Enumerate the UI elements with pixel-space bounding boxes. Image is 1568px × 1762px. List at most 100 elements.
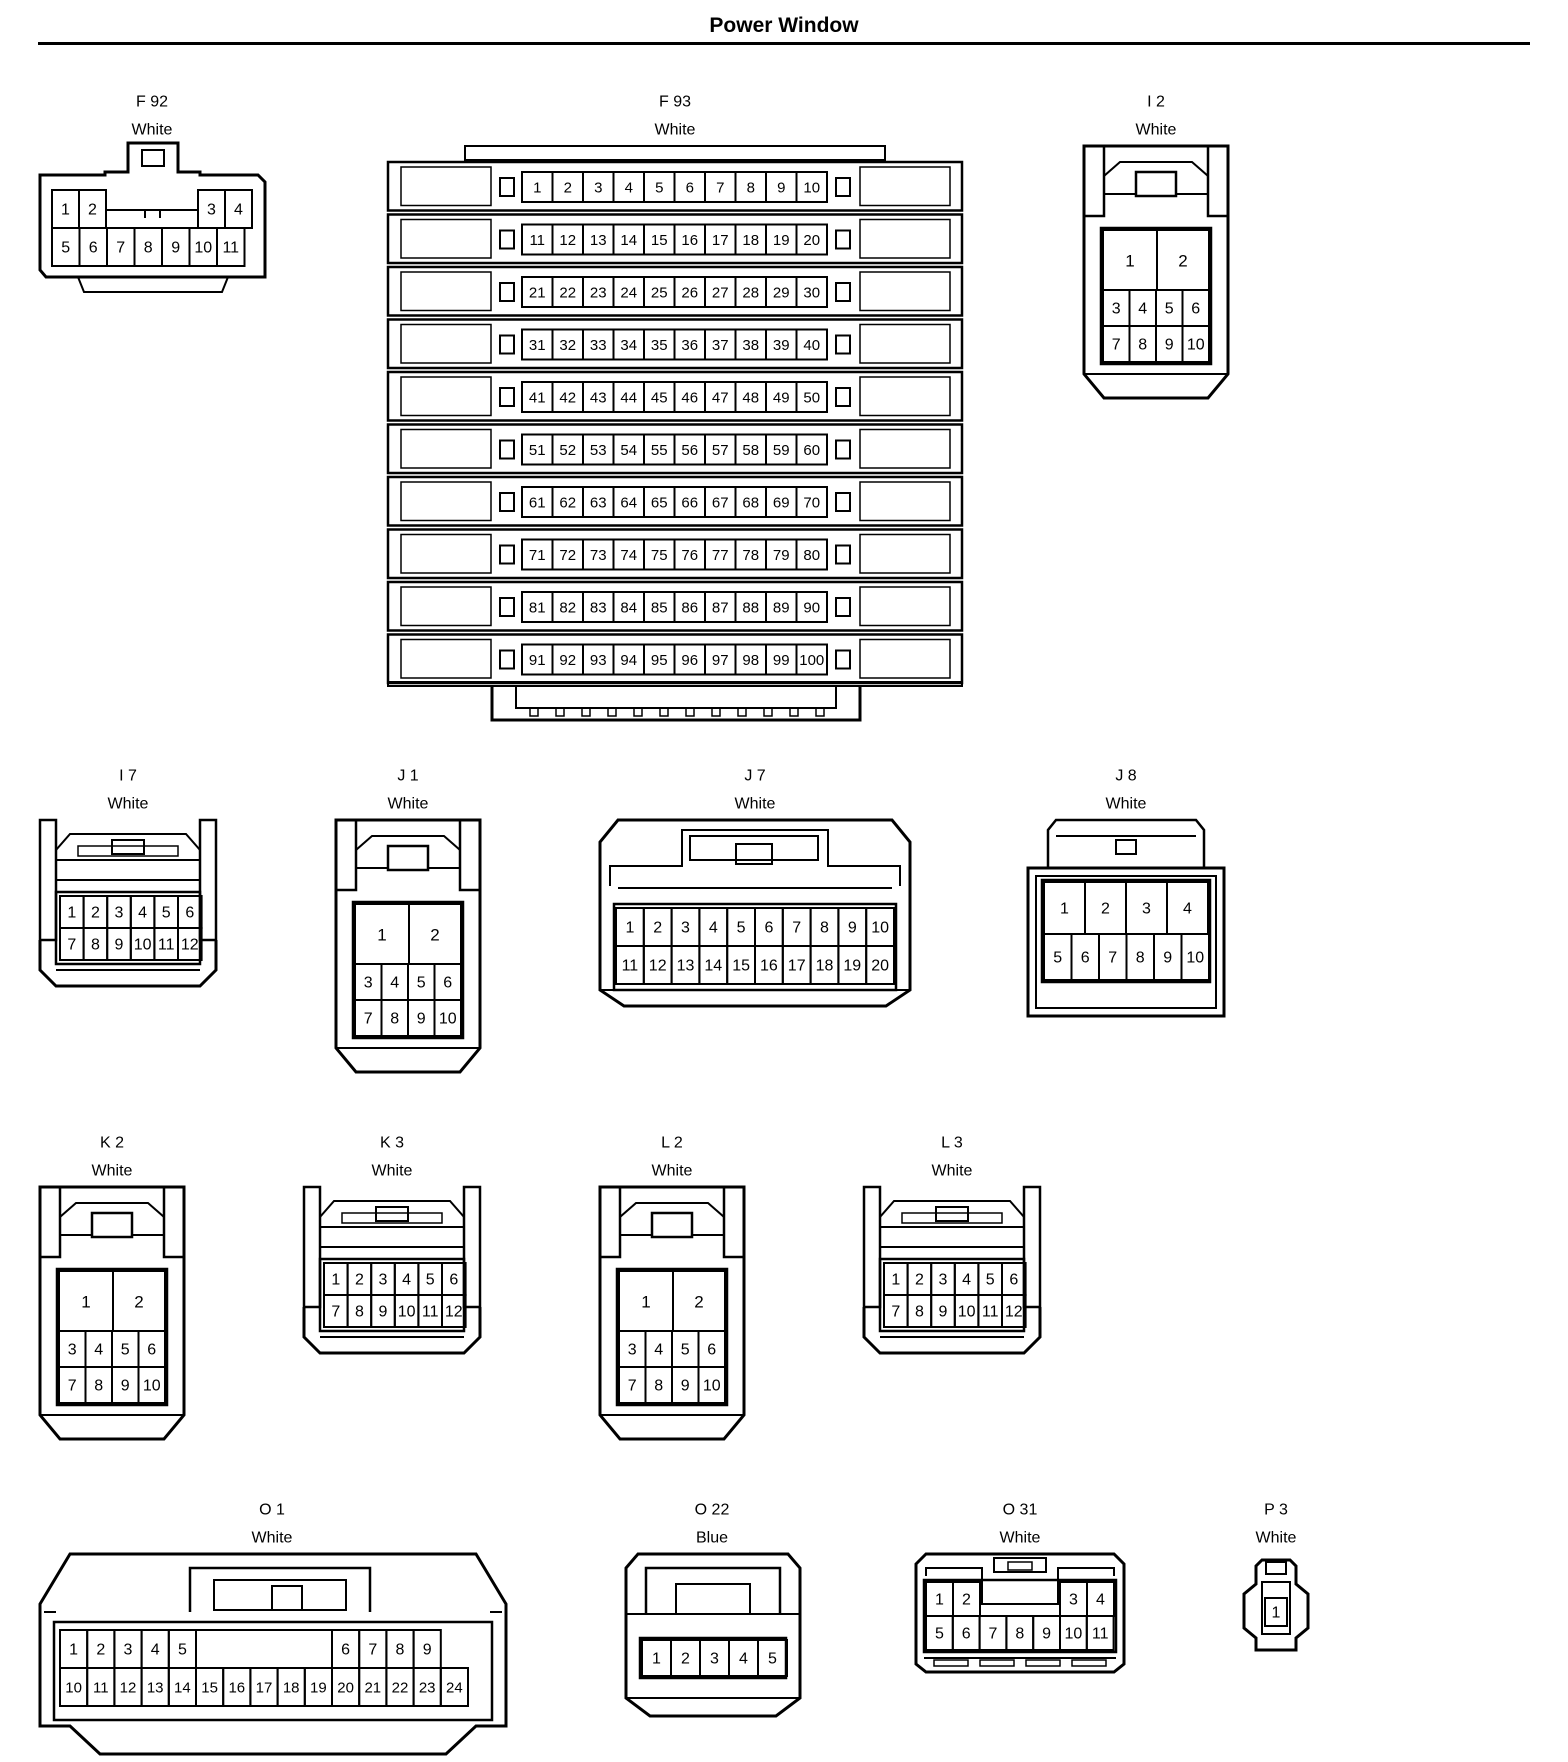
pin-82: 82: [559, 600, 576, 617]
pin-19: 19: [843, 958, 861, 975]
pin-2: 2: [694, 1293, 703, 1312]
pin-7: 7: [891, 1304, 900, 1321]
pin-6: 6: [89, 240, 98, 257]
pin-69: 69: [773, 495, 790, 512]
pin-17: 17: [712, 232, 729, 249]
pin-3: 3: [1112, 301, 1121, 318]
pin-60: 60: [803, 442, 820, 459]
pin-10: 10: [958, 1304, 976, 1321]
pin-4: 4: [739, 1651, 748, 1668]
pin-4: 4: [402, 1272, 411, 1289]
pin-2: 2: [564, 180, 572, 197]
pin-79: 79: [773, 547, 790, 564]
pin-42: 42: [559, 390, 576, 407]
connector-code: O 31: [1003, 1502, 1038, 1519]
pin-3: 3: [939, 1272, 948, 1289]
pin-2: 2: [1101, 901, 1110, 918]
pin-14: 14: [704, 958, 722, 975]
pin-3: 3: [115, 905, 124, 922]
connector-color: White: [388, 796, 429, 813]
pin-62: 62: [559, 495, 576, 512]
connector-code: J 7: [744, 768, 765, 785]
pin-10: 10: [65, 1680, 82, 1697]
pin-73: 73: [590, 547, 607, 564]
pin-11: 11: [1092, 1626, 1109, 1643]
pin-94: 94: [620, 652, 637, 669]
pin-18: 18: [742, 232, 759, 249]
pin-5: 5: [121, 1342, 130, 1359]
pin-15: 15: [732, 958, 750, 975]
pin-70: 70: [803, 495, 820, 512]
pin-11: 11: [529, 232, 545, 249]
pin-71: 71: [529, 547, 546, 564]
pin-4: 4: [1183, 901, 1192, 918]
pin-54: 54: [620, 442, 637, 459]
pin-5: 5: [681, 1342, 690, 1359]
pin-8: 8: [747, 180, 755, 197]
pin-86: 86: [681, 600, 698, 617]
pin-7: 7: [364, 1011, 373, 1028]
pin-3: 3: [628, 1342, 637, 1359]
pin-88: 88: [742, 600, 759, 617]
pin-31: 31: [529, 337, 546, 354]
connector-code: I 7: [119, 768, 137, 785]
pin-7: 7: [628, 1378, 637, 1395]
pin-66: 66: [681, 495, 698, 512]
pin-2: 2: [915, 1272, 924, 1289]
pin-2: 2: [134, 1293, 143, 1312]
pin-1: 1: [641, 1293, 650, 1312]
pin-2: 2: [962, 1592, 971, 1609]
pin-52: 52: [559, 442, 576, 459]
pin-6: 6: [449, 1272, 458, 1289]
pin-10: 10: [1187, 337, 1205, 354]
pin-74: 74: [620, 547, 637, 564]
pin-93: 93: [590, 652, 607, 669]
pin-6: 6: [1191, 301, 1200, 318]
pin-17: 17: [256, 1680, 273, 1697]
pin-1: 1: [1060, 901, 1069, 918]
pin-39: 39: [773, 337, 790, 354]
pin-5: 5: [426, 1272, 435, 1289]
pin-22: 22: [559, 285, 576, 302]
pin-3: 3: [1069, 1592, 1078, 1609]
pin-21: 21: [364, 1680, 381, 1697]
connector-color: White: [92, 1163, 133, 1180]
connector-code: I 2: [1147, 94, 1165, 111]
pin-63: 63: [590, 495, 607, 512]
pin-8: 8: [1138, 337, 1147, 354]
pin-13: 13: [590, 232, 607, 249]
pin-24: 24: [446, 1680, 463, 1697]
pin-12: 12: [1005, 1304, 1023, 1321]
pin-41: 41: [529, 390, 546, 407]
pin-43: 43: [590, 390, 607, 407]
pin-11: 11: [158, 937, 175, 954]
connector-code: F 92: [136, 94, 168, 111]
pin-2: 2: [430, 926, 439, 945]
connector-code: J 1: [397, 768, 418, 785]
pin-12: 12: [120, 1680, 137, 1697]
pin-9: 9: [121, 1378, 130, 1395]
pin-2: 2: [91, 905, 100, 922]
pin-8: 8: [396, 1642, 405, 1659]
pin-49: 49: [773, 390, 790, 407]
pin-8: 8: [91, 937, 100, 954]
pin-84: 84: [620, 600, 637, 617]
connector-code: F 93: [659, 94, 691, 111]
pin-26: 26: [681, 285, 698, 302]
pin-16: 16: [760, 958, 778, 975]
pin-5: 5: [737, 920, 746, 937]
pin-47: 47: [712, 390, 729, 407]
pin-5: 5: [1165, 301, 1174, 318]
pin-8: 8: [144, 240, 153, 257]
pin-10: 10: [439, 1011, 457, 1028]
pin-98: 98: [742, 652, 759, 669]
pin-2: 2: [681, 1651, 690, 1668]
pin-3: 3: [207, 202, 216, 219]
pin-76: 76: [681, 547, 698, 564]
pin-20: 20: [871, 958, 889, 975]
pin-10: 10: [398, 1304, 416, 1321]
